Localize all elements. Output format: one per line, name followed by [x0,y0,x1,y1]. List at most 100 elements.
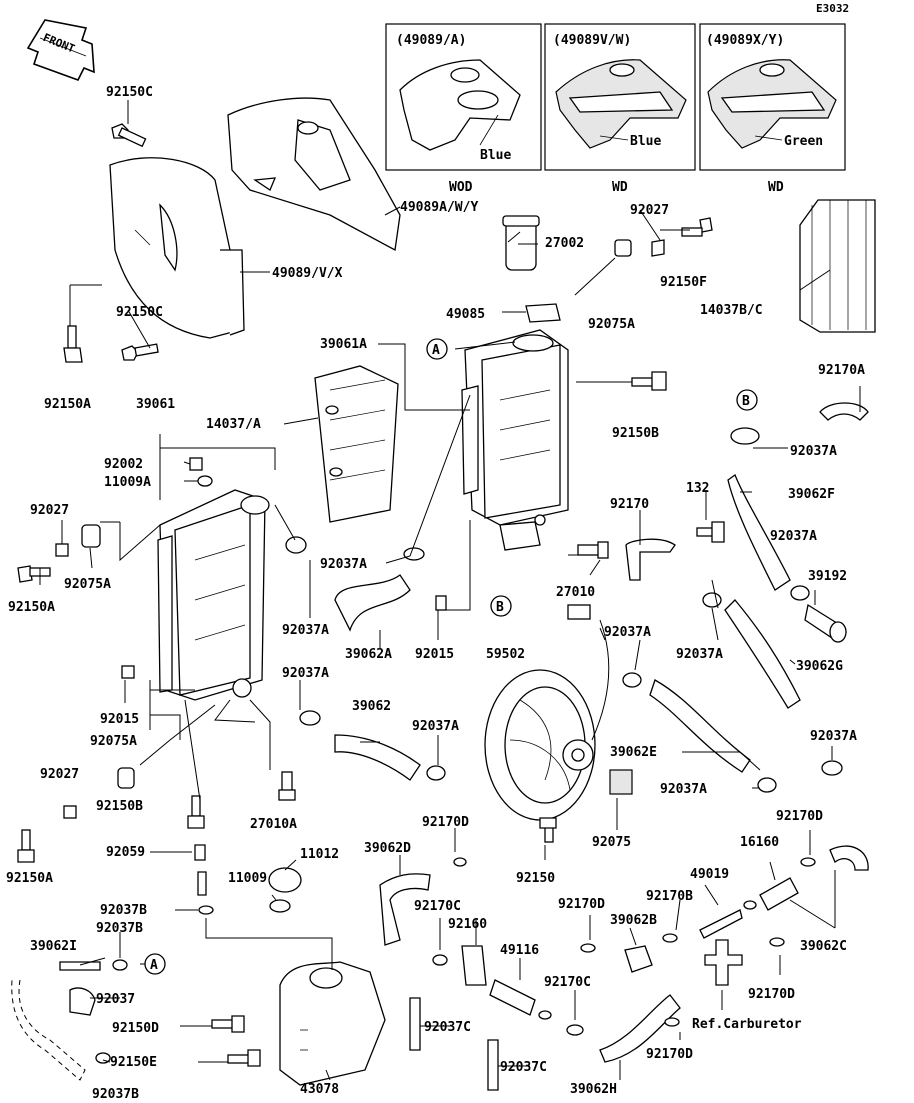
bolt-92150E [227,1049,261,1067]
label-92150B: 92150B [612,426,659,441]
hose-39062A [334,574,411,632]
label-39062D: 39062D [364,841,411,856]
label-92150A: 92150A [8,600,55,615]
label-39192: 39192 [808,569,847,584]
bolt-92150D [211,1015,245,1033]
label-92150B: 92150B [96,799,143,814]
bracket-92170 [625,538,676,581]
hose-39062F [727,473,791,591]
label-92037A: 92037A [320,557,367,572]
clamp-a6 [702,592,722,608]
callout-b1: B [736,389,758,411]
label-39062F: 39062F [788,487,835,502]
label-39061: 39061 [136,397,175,412]
callout-b2-letter: B [496,600,504,615]
clamp-a5 [622,672,642,688]
clamp-a7 [790,585,810,601]
pad-92075 [609,769,633,795]
clamp-92037 [69,987,96,1016]
variant-box-2: (49089V/W) Blue WD [544,23,696,195]
variant-box-3-code: (49089X/Y) [706,33,784,48]
clamp-92037A-b [730,427,760,445]
bolt-92150 [539,817,557,843]
gasket-11009 [269,899,291,913]
joint-tee [704,939,743,986]
label-16160: 16160 [740,835,779,850]
label-27010A: 27010A [250,817,297,832]
label-92037A: 92037A [676,647,723,662]
bolt-92150A-2 [17,565,51,583]
label-27002: 27002 [545,236,584,251]
label-11009A: 11009A [104,475,151,490]
label-92150E: 92150E [110,1055,157,1070]
grommet-92075A-top [614,239,632,257]
clamp-a2 [403,547,425,561]
grommet-92075A-low [117,767,135,789]
collar-92027-top [651,239,665,257]
front-arrow-icon: FRONT [26,19,95,81]
clamp-92037B-1 [198,905,214,915]
damper-49085 [525,303,561,323]
label-11009: 11009 [228,871,267,886]
clamp-92037B-2 [112,959,128,971]
pipe-39192 [804,603,847,643]
bolt-92150B-right [631,371,667,391]
label-49019: 49019 [690,867,729,882]
variant-box-1-code: (49089/A) [396,33,466,48]
hose-39062H [599,994,681,1063]
label-92015: 92015 [415,647,454,662]
bolt-92150A-1 [63,325,83,363]
variant-box-1: (49089/A) Blue WOD [385,23,542,195]
label-92037A: 92037A [770,529,817,544]
label-49116: 49116 [500,943,539,958]
label-39062C: 39062C [800,939,847,954]
label-92037B: 92037B [92,1087,139,1102]
variant-box-3-color: Green [784,134,823,149]
callout-b1-letter: B [742,394,750,409]
right-shroud [227,97,401,252]
label-49089VX: 49089/V/X [272,266,343,281]
label-92027: 92027 [40,767,79,782]
pipe-49019 [699,909,743,939]
clamp-a1 [285,536,307,554]
label-39062I: 39062I [30,939,77,954]
switch-27010A [278,771,296,801]
label-92059: 92059 [106,845,145,860]
louver-14037BC [799,199,876,333]
bolt-92150C-top [111,123,147,148]
clamp-a3 [299,710,321,726]
label-92170A: 92170A [818,363,865,378]
label-39062: 39062 [352,699,391,714]
cap-11012 [268,867,302,893]
label-49085: 49085 [446,307,485,322]
switch-27010 [577,541,609,559]
label-92170B: 92170B [646,889,693,904]
label-43078: 43078 [300,1082,339,1097]
label-92037A: 92037A [282,623,329,638]
label-27010: 27010 [556,585,595,600]
callout-a1-letter: A [432,343,440,358]
label-92150: 92150 [516,871,555,886]
variant-box-2-color: Blue [630,134,661,149]
variant-box-1-caption: WOD [449,180,473,195]
bolt-92150B-left [187,795,205,829]
label-92037A: 92037A [604,625,651,640]
label-92170D: 92170D [646,1047,693,1062]
label-92027: 92027 [630,203,669,218]
label-92015: 92015 [100,712,139,727]
label-39062H: 39062H [570,1082,617,1097]
hose-39062 [334,734,421,781]
label-11012: 11012 [300,847,339,862]
filter-49116 [489,979,552,1020]
clamp-92170D-1 [580,943,596,953]
hose-39062I [59,961,101,971]
label-ref-carburetor: Ref.Carburetor [692,1017,802,1032]
label-92037A: 92037A [660,782,707,797]
label-14037BC: 14037B/C [700,303,763,318]
bolt-132 [696,521,725,543]
label-92170C: 92170C [544,975,591,990]
tube-92059 [194,844,207,896]
label-92150A: 92150A [6,871,53,886]
label-92075A: 92075A [64,577,111,592]
